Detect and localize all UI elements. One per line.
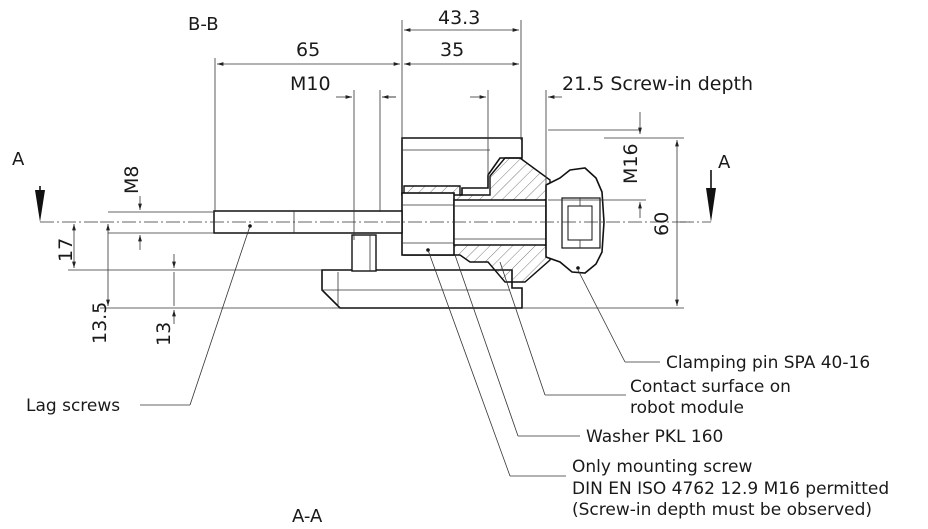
section-arrow-right-label: A <box>718 152 731 173</box>
section-arrow-left <box>35 186 100 223</box>
callout-contact-surface-line1: Contact surface on <box>630 377 791 397</box>
bolt-head <box>401 192 455 256</box>
dim-m16 <box>548 112 646 218</box>
dim-21-5 <box>470 90 562 186</box>
callout-mounting-line3: (Screw-in depth must be observed) <box>572 500 872 520</box>
section-arrow-left-label: A <box>12 149 25 170</box>
callout-contact-surface-line2: robot module <box>630 398 744 418</box>
base-plate <box>321 269 523 309</box>
clamping-pin <box>545 167 605 274</box>
dim-65 <box>214 58 400 212</box>
dim-13-5 <box>100 224 340 309</box>
section-arrow-right <box>680 170 716 223</box>
callout-clamping-pin: Clamping pin SPA 40-16 <box>666 353 870 373</box>
callout-lag-screws: Lag screws <box>26 396 120 416</box>
callout-washer: Washer PKL 160 <box>586 427 723 447</box>
dim-17-label: 17 <box>55 238 77 262</box>
dim-m10-label: M10 <box>290 73 331 95</box>
dim-43-3 <box>401 20 522 140</box>
callout-mounting-line1: Only mounting screw <box>572 457 752 477</box>
dim-35-label: 35 <box>440 39 464 61</box>
dim-43-3-label: 43.3 <box>438 7 480 29</box>
callout-mounting-line2: DIN EN ISO 4762 12.9 M16 permitted <box>572 479 889 499</box>
dim-17 <box>68 224 322 271</box>
bolt-shank <box>453 199 547 246</box>
dim-m16-label: M16 <box>620 143 642 184</box>
dim-21-5-label: 21.5 Screw-in depth <box>562 73 753 95</box>
dim-m8 <box>108 196 214 250</box>
dim-60 <box>522 137 684 309</box>
section-label-top: B-B <box>188 14 219 35</box>
dowel-pin <box>351 234 377 272</box>
dim-60-label: 60 <box>651 212 673 236</box>
leader-lines <box>140 225 660 477</box>
dim-65-label: 65 <box>296 39 320 61</box>
section-label-bottom: A-A <box>292 506 323 527</box>
dim-13-5-label: 13.5 <box>89 302 111 344</box>
dim-m10 <box>336 90 396 240</box>
dim-13-label: 13 <box>153 322 175 346</box>
dim-m8-label: M8 <box>121 166 143 194</box>
